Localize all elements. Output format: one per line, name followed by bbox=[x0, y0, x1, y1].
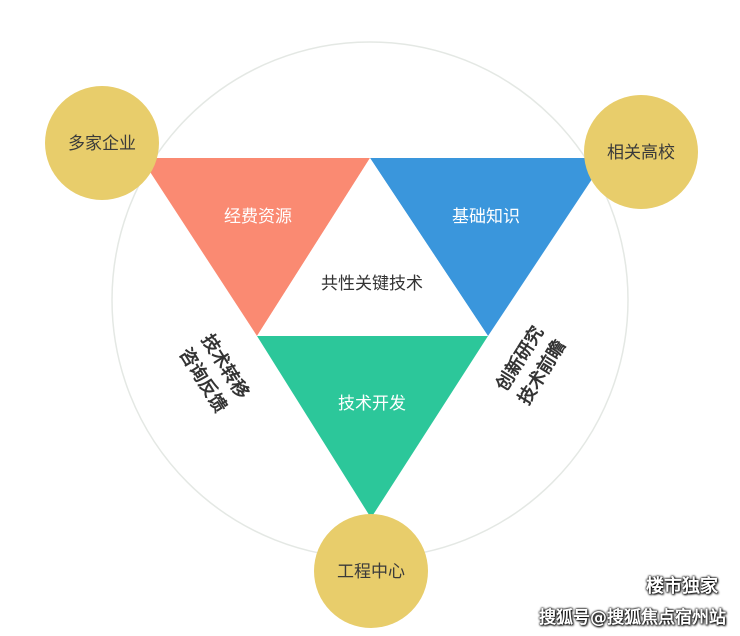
node-label-top-left: 多家企业 bbox=[68, 134, 136, 154]
node-label-top-right: 相关高校 bbox=[607, 143, 675, 163]
watermark-source: 搜狐号@搜狐焦点宿州站 bbox=[539, 608, 726, 628]
left-side-labels: 技术转移 咨询反馈 bbox=[175, 330, 254, 416]
triangle-label-left: 经费资源 bbox=[224, 207, 292, 227]
right-side-labels: 创新研究 技术前瞻 bbox=[491, 322, 570, 408]
wechat-icon bbox=[614, 578, 640, 599]
node-label-bottom: 工程中心 bbox=[337, 562, 405, 582]
triangle-label-bottom: 技术开发 bbox=[338, 394, 406, 414]
node-top-left bbox=[45, 86, 159, 200]
center-triangle bbox=[257, 158, 488, 336]
right-triangle bbox=[370, 158, 606, 336]
left-triangle bbox=[141, 158, 370, 336]
watermark-brand: 楼市独家 bbox=[646, 576, 718, 597]
center-label: 共性关键技术 bbox=[321, 274, 423, 294]
node-bottom bbox=[314, 514, 428, 628]
triangle-label-right: 基础知识 bbox=[452, 207, 520, 227]
node-top-right bbox=[584, 95, 698, 209]
bottom-triangle bbox=[257, 336, 488, 518]
